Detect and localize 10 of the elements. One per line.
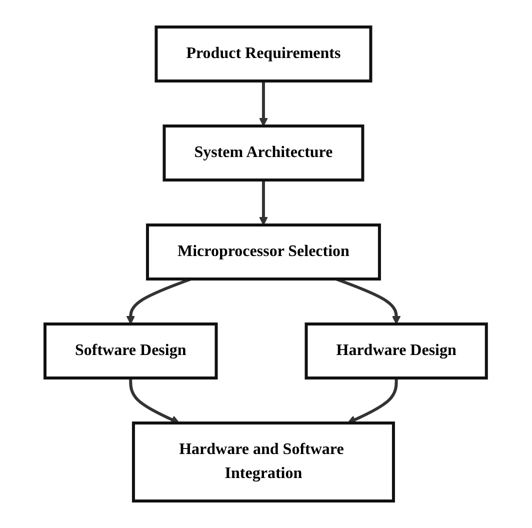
arrow: [129, 378, 180, 424]
node-box: Product Requirements: [155, 26, 373, 82]
arrow: [348, 378, 398, 424]
node-box: System Architecture: [163, 124, 364, 182]
node-box: Software Design: [44, 322, 218, 380]
node-box: Hardware Design: [305, 322, 488, 380]
node-box: Microprocessor Selection: [146, 224, 382, 280]
arrow: [259, 180, 268, 226]
arrow: [259, 81, 268, 126]
node-box: Hardware and Software Integration: [132, 422, 396, 502]
